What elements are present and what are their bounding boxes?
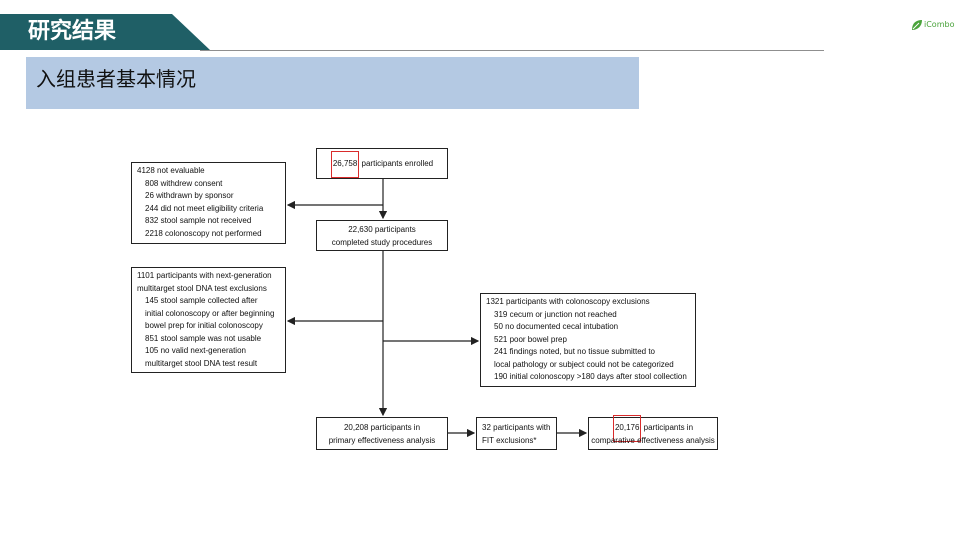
list-item: 521 poor bowel prep: [494, 334, 567, 344]
section-title: 研究结果: [28, 19, 117, 44]
list-item: 26 withdrawn by sponsor: [145, 191, 234, 200]
list-item: 244 did not meet eligibility criteria: [145, 203, 264, 213]
box-primary: 20,208 participants in primary effective…: [316, 417, 448, 450]
box-not-evaluable: 4128 not evaluable 808 withdrew consent …: [131, 162, 286, 244]
box-enrolled: 26,758 participants enrolled: [316, 148, 448, 179]
completed-line2: completed study procedures: [331, 237, 433, 247]
list-item: 50 no documented cecal intubation: [494, 322, 619, 331]
not-evaluable-head: 4128 not evaluable: [137, 166, 205, 175]
brand-logo: iCombo: [910, 18, 958, 34]
box-completed: 22,630 participants completed study proc…: [316, 220, 448, 251]
header-tab: [0, 14, 210, 50]
fit-line1: 32 participants with: [482, 423, 551, 432]
list-item: 319 cecum or junction not reached: [494, 309, 617, 319]
fit-line2: FIT exclusions*: [482, 435, 537, 445]
list-item: 241 findings noted, but no tissue submit…: [494, 347, 655, 356]
list-item: bowel prep for initial colonoscopy: [145, 321, 263, 330]
header-divider: [200, 50, 824, 51]
primary-line1: 20,208 participants in: [343, 423, 421, 432]
colonoscopy-head: 1321 participants with colonoscopy exclu…: [486, 297, 650, 306]
dna-head-line2: multitarget stool DNA test exclusions: [137, 283, 267, 293]
leaf-icon: [912, 20, 922, 30]
highlight-enrolled-count: 26,758: [330, 151, 360, 178]
list-item: 2218 colonoscopy not performed: [145, 228, 262, 238]
box-colonoscopy-exclusions: 1321 participants with colonoscopy exclu…: [480, 293, 696, 387]
dna-head-line1: 1101 participants with next-generation: [137, 271, 272, 280]
box-dna-exclusions: 1101 participants with next-generation m…: [131, 267, 286, 373]
highlight-comparative-count: 20,176: [612, 415, 642, 442]
comparative-line1-rest: participants in: [641, 423, 694, 432]
list-item: 105 no valid next-generation: [145, 346, 246, 355]
list-item: multitarget stool DNA test result: [145, 358, 258, 368]
list-item: initial colonoscopy or after beginning: [145, 308, 275, 318]
list-item: local pathology or subject could not be …: [494, 359, 674, 369]
list-item: 851 stool sample was not usable: [145, 333, 262, 343]
comparative-line2: comparative effectiveness analysis: [591, 435, 715, 445]
list-item: 832 stool sample not received: [145, 216, 252, 225]
subtitle-bar: 入组患者基本情况: [26, 57, 639, 109]
list-item: 808 withdrew consent: [145, 178, 223, 188]
enrolled-text: participants enrolled: [359, 159, 434, 168]
list-item: 190 initial colonoscopy >180 days after …: [494, 372, 687, 381]
subtitle-text: 入组患者基本情况: [36, 67, 196, 91]
primary-line2: primary effectiveness analysis: [328, 435, 436, 445]
completed-line1: 22,630 participants: [348, 225, 416, 234]
logo-text: iCombo: [924, 20, 955, 29]
box-comparative: 20,176 participants in comparative effec…: [588, 415, 718, 450]
list-item: 145 stool sample collected after: [145, 296, 258, 305]
box-fit: 32 participants with FIT exclusions*: [476, 417, 557, 450]
